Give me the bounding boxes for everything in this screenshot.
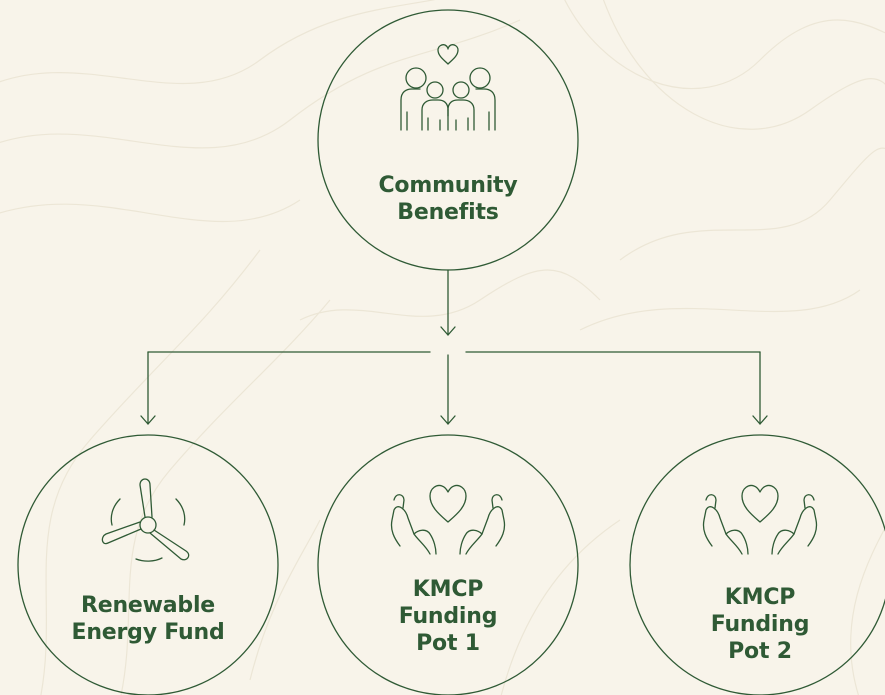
family-heart-icon: [400, 44, 496, 131]
hands-heart-icon: [390, 484, 506, 555]
label-line: Pot 1: [416, 631, 480, 656]
node-label-renewable-energy-fund: Renewable Energy Fund: [48, 592, 248, 646]
wind-turbine-icon: [101, 478, 190, 562]
node-circle-renewable-energy-fund: [17, 434, 279, 695]
connector-top-down: [440, 269, 456, 336]
label-line: Renewable: [80, 593, 216, 618]
node-circle-kmcp-pot-1: [317, 434, 579, 695]
label-line: Community: [378, 173, 518, 198]
node-circle-kmcp-pot-2: [629, 434, 885, 695]
label-line: Benefits: [397, 200, 499, 225]
label-line: Funding: [710, 612, 810, 637]
node-label-kmcp-funding-pot-1: KMCP Funding Pot 1: [348, 576, 548, 657]
arrow-to-kmcp-pot-1: [440, 354, 456, 425]
label-line: Pot 2: [728, 639, 792, 664]
label-line: KMCP: [724, 585, 796, 610]
hands-heart-icon: [702, 484, 818, 555]
node-label-kmcp-funding-pot-2: KMCP Funding Pot 2: [660, 584, 860, 665]
arrow-to-kmcp-pot-2: [752, 351, 768, 425]
label-line: Energy Fund: [71, 620, 225, 645]
arrow-to-renewable-energy-fund: [140, 351, 156, 425]
node-label-community-benefits: Community Benefits: [348, 172, 548, 226]
label-line: Funding: [398, 604, 498, 629]
label-line: KMCP: [412, 577, 484, 602]
